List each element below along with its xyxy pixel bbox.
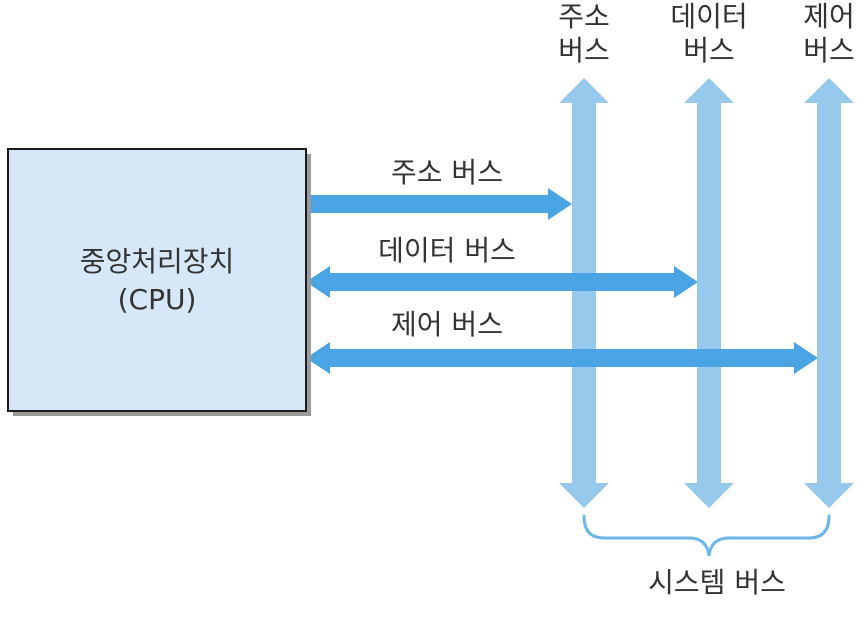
cpu-label-line1: 중앙처리장치 [80,245,235,278]
data-bus-arrow [306,266,698,298]
cpu-label-line2: (CPU) [118,283,197,316]
cpu-block: 중앙처리장치 (CPU) [7,148,311,416]
address-bus-vertical-label-line1: 주소 [558,0,610,33]
address-bus-arrow [306,188,572,220]
address-bus-vertical-arrow [559,78,609,508]
control-bus-vertical-label-line1: 제어 [803,0,855,33]
system-bus-brace [582,514,831,557]
vertical-buses [559,78,854,508]
control-bus-label: 제어 버스 [391,308,503,341]
cpu-box [7,148,307,412]
system-bus-label: 시스템 버스 [648,566,786,599]
control-bus-arrow [306,342,818,374]
data-bus-vertical-label-line1: 데이터 [670,0,747,33]
address-bus-vertical-label-line2: 버스 [558,34,610,67]
control-bus-vertical-arrow [804,78,854,508]
vertical-bus-labels: 주소 버스 데이터 버스 제어 버스 [558,0,855,67]
address-bus-label: 주소 버스 [391,156,503,189]
control-bus-vertical-label-line2: 버스 [803,34,855,67]
data-bus-vertical-arrow [684,78,734,508]
data-bus-label: 데이터 버스 [378,234,516,267]
data-bus-vertical-label-line2: 버스 [683,34,735,67]
horizontal-buses [306,188,818,374]
